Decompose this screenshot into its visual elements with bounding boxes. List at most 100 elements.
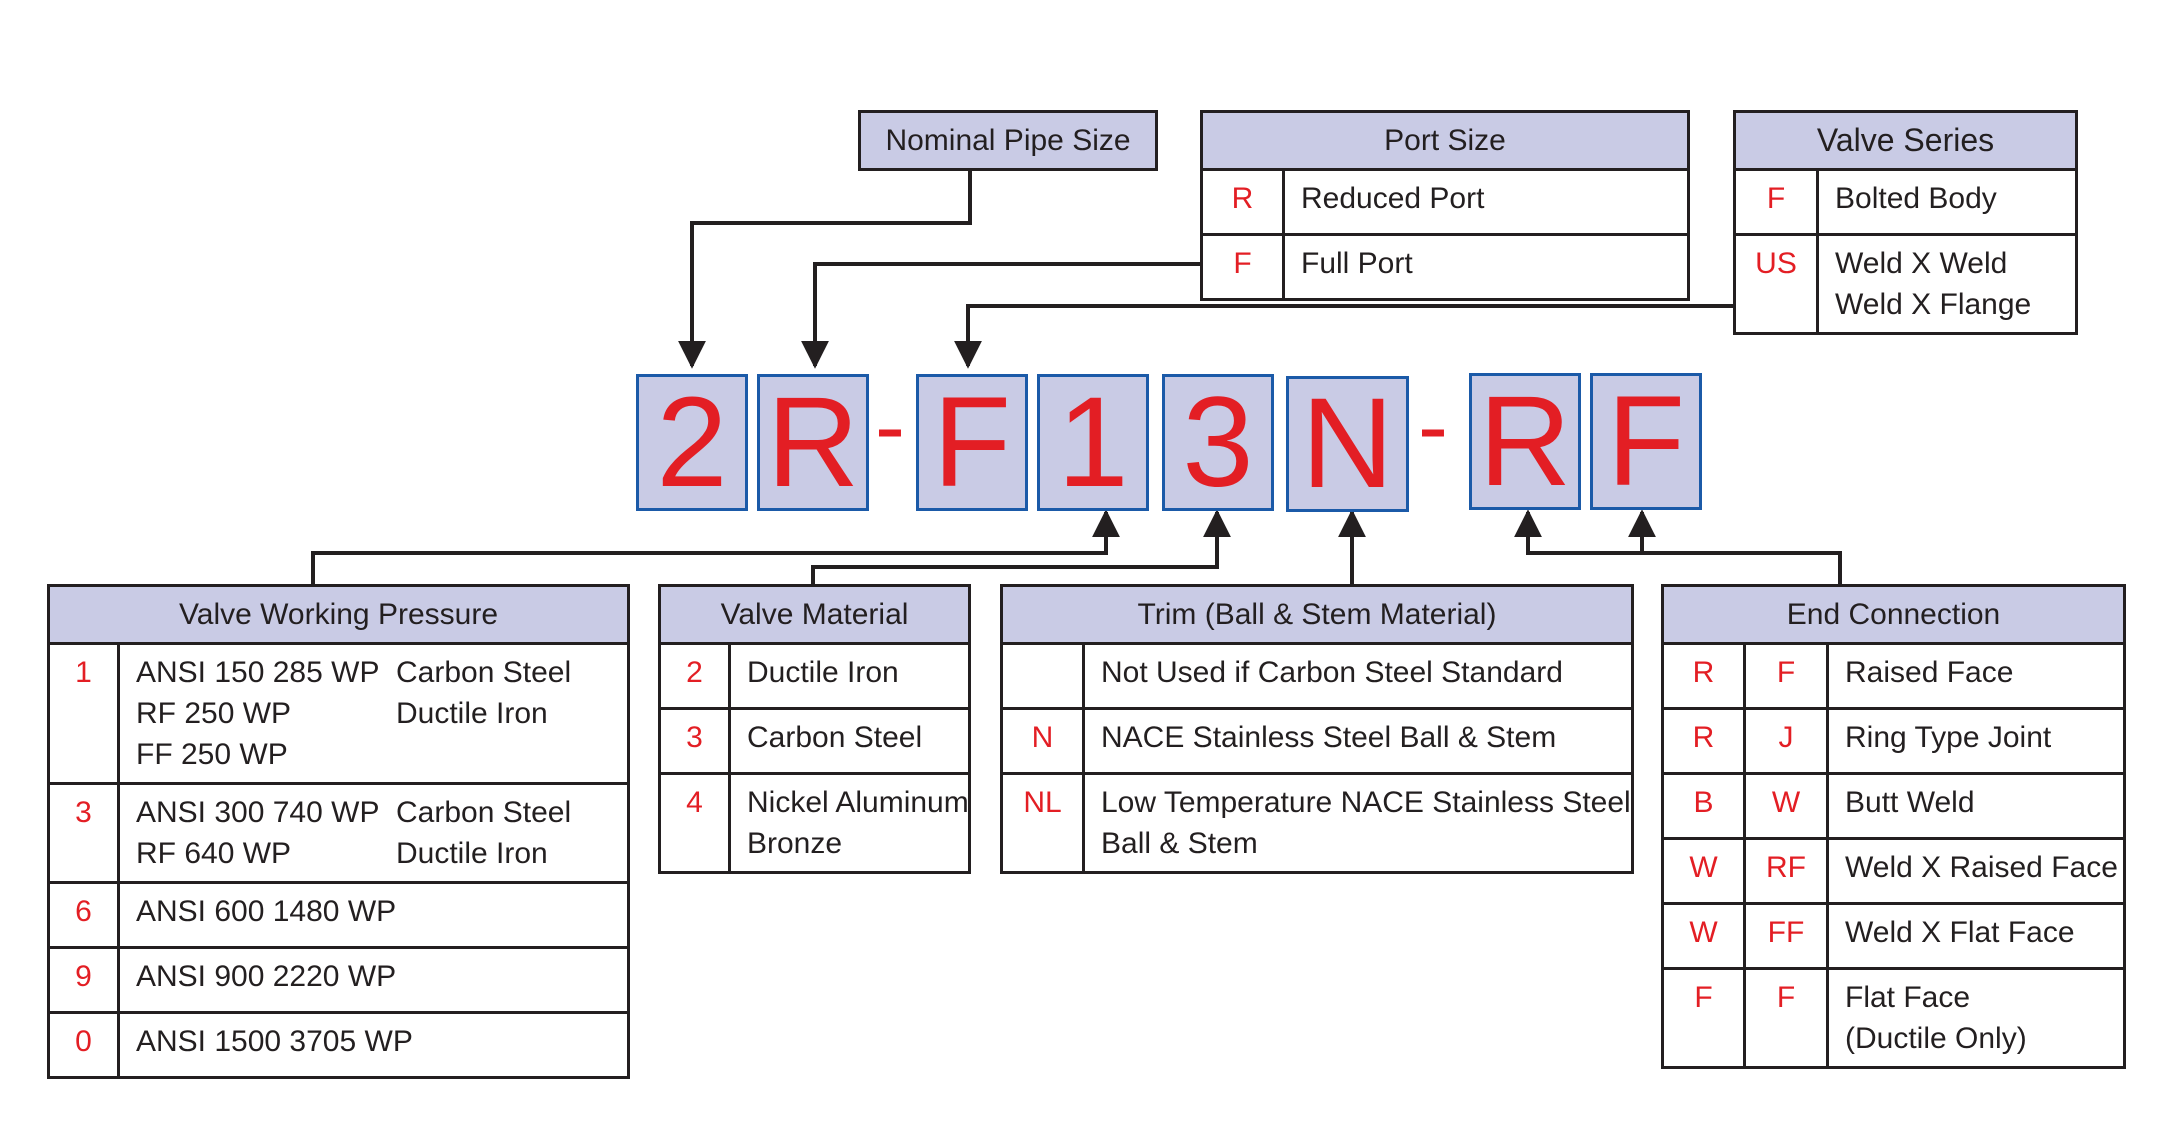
table-row: 3 Carbon Steel	[658, 707, 971, 775]
port-size-title: Port Size	[1200, 110, 1690, 171]
valve-series-code: F	[1733, 168, 1819, 236]
valve-series-line: Weld X Flange	[1835, 288, 2032, 321]
arrow-valve-series	[954, 304, 1741, 369]
valve-series-table: Valve Series F Bolted Body US Weld X Wel…	[1733, 110, 2078, 335]
end-connection-line: Weld X Raised Face	[1845, 851, 2118, 884]
valve-material-code: 2	[658, 642, 731, 710]
table-row: F Bolted Body	[1733, 168, 2078, 236]
code-char-2: R	[757, 374, 869, 511]
vwp-material: Ductile Iron	[396, 697, 548, 730]
vwp-code: 1	[47, 642, 120, 785]
table-row: Not Used if Carbon Steel Standard	[1000, 642, 1634, 710]
code-char-7: R	[1469, 373, 1581, 510]
valve-material-code: 3	[658, 707, 731, 775]
table-row: R J Ring Type Joint	[1661, 707, 2126, 775]
table-row: R Reduced Port	[1200, 168, 1690, 236]
end-connection-code-2: J	[1743, 707, 1829, 775]
vwp-desc: ANSI 900 2220 WP	[117, 946, 630, 1014]
vwp-rating: ANSI 150 285 WP	[136, 656, 380, 689]
vwp-code: 6	[47, 881, 120, 949]
end-connection-desc: Ring Type Joint	[1826, 707, 2126, 775]
vwp-code: 3	[47, 782, 120, 884]
code-char-8: F	[1590, 373, 1702, 510]
vwp-rating: ANSI 300 740 WP	[136, 796, 380, 829]
table-row: R F Raised Face	[1661, 642, 2126, 710]
valve-series-line: Bolted Body	[1835, 182, 1997, 215]
end-connection-code-1: F	[1661, 967, 1746, 1069]
table-row: 0 ANSI 1500 3705 WP	[47, 1011, 630, 1079]
vwp-desc: ANSI 150 285 WP Carbon Steel RF 250 WP Duc…	[117, 642, 630, 785]
table-row: 6 ANSI 600 1480 WP	[47, 881, 630, 949]
port-size-desc: Reduced Port	[1282, 168, 1690, 236]
code-char-6: N	[1286, 376, 1409, 512]
vwp-rating: FF 250 WP	[136, 738, 288, 771]
valve-material-line: Carbon Steel	[747, 721, 923, 754]
valve-working-pressure-title: Valve Working Pressure	[47, 584, 630, 645]
table-row: N NACE Stainless Steel Ball & Stem	[1000, 707, 1634, 775]
trim-desc: NACE Stainless Steel Ball & Stem	[1082, 707, 1634, 775]
end-connection-line: Raised Face	[1845, 656, 2014, 689]
nominal-pipe-size-title: Nominal Pipe Size	[858, 110, 1158, 171]
valve-material-desc: Ductile Iron	[728, 642, 971, 710]
trim-desc: Not Used if Carbon Steel Standard	[1082, 642, 1634, 710]
trim-desc: Low Temperature NACE Stainless Steel Bal…	[1082, 772, 1634, 874]
vwp-line: FF 250 WP	[136, 734, 627, 775]
end-connection-desc: Flat Face (Ductile Only)	[1826, 967, 2126, 1069]
table-row: W RF Weld X Raised Face	[1661, 837, 2126, 905]
vwp-code: 0	[47, 1011, 120, 1079]
trim-line: Low Temperature NACE Stainless Steel	[1101, 786, 1631, 819]
vwp-line: RF 250 WP Ductile Iron	[136, 693, 627, 734]
trim-line: Not Used if Carbon Steel Standard	[1101, 656, 1563, 689]
table-row: 9 ANSI 900 2220 WP	[47, 946, 630, 1014]
table-row: F Full Port	[1200, 233, 1690, 301]
valve-material-line: Nickel Aluminum	[747, 786, 969, 819]
port-size-code: F	[1200, 233, 1285, 301]
vwp-line: ANSI 150 285 WP Carbon Steel	[136, 652, 627, 693]
code-dash-1: -	[875, 377, 905, 477]
port-size-code: R	[1200, 168, 1285, 236]
end-connection-code-2: RF	[1743, 837, 1829, 905]
trim-title: Trim (Ball & Stem Material)	[1000, 584, 1634, 645]
vwp-rating: RF 640 WP	[136, 837, 292, 870]
table-row: NL Low Temperature NACE Stainless Steel …	[1000, 772, 1634, 874]
end-connection-desc: Butt Weld	[1826, 772, 2126, 840]
arrow-valve-material	[811, 509, 1231, 584]
trim-code: NL	[1000, 772, 1085, 874]
end-connection-table: End Connection R F Raised Face R J Ring …	[1661, 584, 2126, 1069]
end-connection-desc: Weld X Flat Face	[1826, 902, 2126, 970]
trim-code	[1000, 642, 1085, 710]
vwp-rating: ANSI 900 2220 WP	[136, 960, 397, 993]
valve-material-line: Bronze	[747, 827, 843, 860]
end-connection-line: (Ductile Only)	[1845, 1022, 2027, 1055]
end-connection-title: End Connection	[1661, 584, 2126, 645]
code-char-3: F	[916, 374, 1028, 511]
end-connection-code-1: W	[1661, 837, 1746, 905]
vwp-rating: RF 250 WP	[136, 697, 292, 730]
end-connection-code-2: W	[1743, 772, 1829, 840]
valve-material-title: Valve Material	[658, 584, 971, 645]
vwp-material: Ductile Iron	[396, 837, 548, 870]
table-row: 4 Nickel Aluminum Bronze	[658, 772, 971, 874]
valve-series-code: US	[1733, 233, 1819, 335]
valve-material-code: 4	[658, 772, 731, 874]
vwp-line: RF 640 WP Ductile Iron	[136, 833, 627, 874]
end-connection-code-1: R	[1661, 707, 1746, 775]
arrow-valve-working-pressure	[311, 509, 1120, 584]
end-connection-code-1: R	[1661, 642, 1746, 710]
end-connection-line: Ring Type Joint	[1845, 721, 2052, 754]
port-size-table: Port Size R Reduced Port F Full Port	[1200, 110, 1690, 301]
end-connection-code-2: F	[1743, 967, 1829, 1069]
end-connection-desc: Weld X Raised Face	[1826, 837, 2126, 905]
table-row: US Weld X Weld Weld X Flange	[1733, 233, 2078, 335]
vwp-desc: ANSI 1500 3705 WP	[117, 1011, 630, 1079]
end-connection-desc: Raised Face	[1826, 642, 2126, 710]
end-connection-code-2: FF	[1743, 902, 1829, 970]
end-connection-code-2: F	[1743, 642, 1829, 710]
vwp-material: Carbon Steel	[396, 656, 572, 689]
table-row: B W Butt Weld	[1661, 772, 2126, 840]
code-char-5: 3	[1162, 374, 1274, 511]
